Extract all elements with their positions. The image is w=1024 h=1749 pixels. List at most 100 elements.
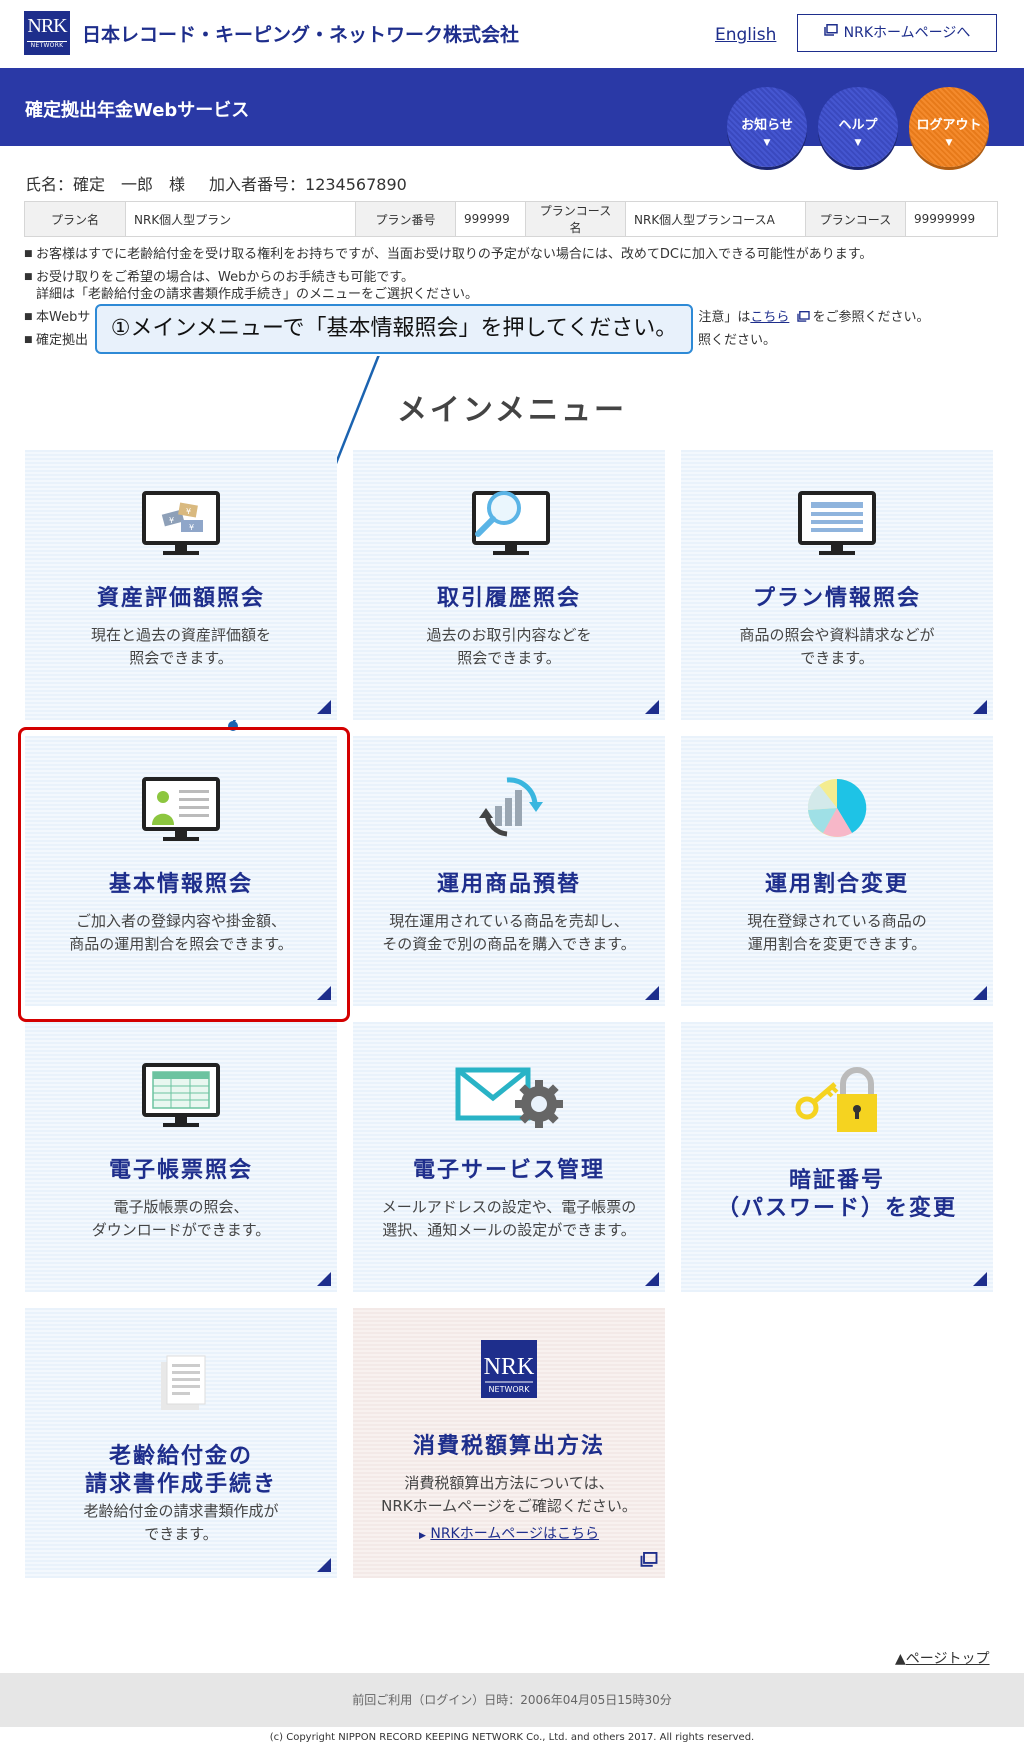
plan-name: NRK個人型プラン xyxy=(125,201,356,237)
nrk-logo-icon: NRK NETWORK xyxy=(353,1340,665,1420)
notice-text: 注意」は xyxy=(698,310,751,325)
notice-text: お客様はすでに老齢給付金を受け取る権利をお持ちですが、当面お受け取りの予定がない… xyxy=(36,247,873,262)
svg-text:¥: ¥ xyxy=(186,507,191,516)
tile-asset-valuation[interactable]: ¥ ¥ ¥ 資産評価額照会 現在と過去の資産評価額を照会できます。 xyxy=(25,450,337,720)
page-top-label: ページトップ xyxy=(905,1651,990,1667)
chevron-down-icon: ▼ xyxy=(854,138,862,148)
tile-allocation-change[interactable]: 運用割合変更 現在登録されている商品の運用割合を変更できます。 xyxy=(681,736,993,1006)
nrk-logo[interactable]: NRK NETWORK xyxy=(24,11,70,55)
tile-title: 資産評価額照会 xyxy=(96,586,265,611)
chevron-down-icon: ▼ xyxy=(763,138,771,148)
notice-text: 本Webサ xyxy=(36,310,91,325)
user-name: 氏名：確定 一郎 様 xyxy=(25,175,186,194)
tile-title: 取引履歴照会 xyxy=(436,586,581,611)
tile-electronic-reports[interactable]: 電子帳票照会 電子版帳票の照会、ダウンロードができます。 xyxy=(25,1022,337,1292)
notice-list: お客様はすでに老齢給付金を受け取る権利をお持ちですが、当面お受け取りの予定がない… xyxy=(24,246,1004,355)
plan-name-label: プラン名 xyxy=(24,201,126,237)
plan-course-name: NRK個人型プランコースA xyxy=(625,201,806,237)
plan-course: 99999999 xyxy=(905,201,998,237)
copyright: (c) Copyright NIPPON RECORD KEEPING NETW… xyxy=(269,1732,755,1743)
pie-chart-icon xyxy=(681,776,993,856)
notice-text: 照ください。 xyxy=(698,333,777,348)
tile-consumption-tax-method[interactable]: NRK NETWORK 消費税額算出方法 消費税額算出方法については、NRKホー… xyxy=(353,1308,665,1578)
last-login-text: 前回ご利用（ログイン）日時：2006年04月05日15時30分 xyxy=(352,1693,672,1707)
corner-arrow-icon xyxy=(645,700,659,714)
tile-description: 電子版帳票の照会、ダウンロードができます。 xyxy=(91,1198,271,1239)
tile-title: 暗証番号（パスワード）を変更 xyxy=(716,1168,957,1221)
tile-old-age-benefit-claim[interactable]: 老齢給付金の請求書作成手続き 老齢給付金の請求書類作成ができます。 xyxy=(25,1308,337,1578)
notice-item: 本Webサ 注意」はこちら をご参照ください。 xyxy=(24,309,1004,326)
notice-text: をご参照ください。 xyxy=(812,310,930,325)
svg-text:NRK: NRK xyxy=(484,1354,535,1380)
corner-arrow-icon xyxy=(645,986,659,1000)
notice-text: 詳細は「老齢給付金の請求書類作成手続き」のメニューをご選択ください。 xyxy=(36,287,479,302)
monitor-yen-icon: ¥ ¥ ¥ xyxy=(25,490,337,570)
news-label: お知らせ xyxy=(741,118,793,133)
tile-title: 基本情報照会 xyxy=(108,872,253,897)
corner-arrow-icon xyxy=(317,1558,331,1572)
notice-item: お客様はすでに老齢給付金を受け取る権利をお持ちですが、当面お受け取りの予定がない… xyxy=(24,246,1004,263)
notice-item: 確定拠出 照ください。 xyxy=(24,332,1004,349)
tile-plan-info[interactable]: プラン情報照会 商品の照会や資料請求などができます。 xyxy=(681,450,993,720)
corner-arrow-icon xyxy=(645,1272,659,1286)
tile-title: 消費税額算出方法 xyxy=(412,1434,605,1459)
logo-subtext: NETWORK xyxy=(27,41,67,50)
plan-course-label: プランコース xyxy=(805,201,906,237)
tile-password-change[interactable]: 暗証番号（パスワード）を変更 xyxy=(681,1022,993,1292)
member-number: 加入者番号：1234567890 xyxy=(209,175,407,194)
logout-button[interactable]: ログアウト ▼ xyxy=(909,87,989,167)
tile-description: 現在と過去の資産評価額を照会できます。 xyxy=(90,626,271,667)
document-icon xyxy=(25,1348,337,1428)
tile-basic-info[interactable]: 基本情報照会 ご加入者の登録内容や掛金額、商品の運用割合を照会できます。 xyxy=(25,736,337,1006)
company-name: 日本レコード・キーピング・ネットワーク株式会社 xyxy=(82,24,520,46)
tile-title: 運用割合変更 xyxy=(764,872,909,897)
plan-number: 999999 xyxy=(455,201,526,237)
nrk-home-button[interactable]: NRKホームページへ xyxy=(797,14,997,52)
notice-text: お受け取りをご希望の場合は、Webからのお手続きも可能です。 xyxy=(36,270,415,285)
external-window-icon xyxy=(640,1552,658,1571)
page-top-link[interactable]: ▲ページトップ xyxy=(895,1648,990,1668)
notice-item: お受け取りをご希望の場合は、Webからのお手続きも可能です。詳細は「老齢給付金の… xyxy=(24,269,1004,303)
mail-gear-icon xyxy=(353,1062,665,1142)
nrk-home-label: NRKホームページへ xyxy=(843,25,971,41)
plan-table: プラン名 NRK個人型プラン プラン番号 999999 プランコース名 NRK個… xyxy=(24,201,998,237)
svg-text:NETWORK: NETWORK xyxy=(489,1385,531,1394)
last-login-bar: 前回ご利用（ログイン）日時：2006年04月05日15時30分 xyxy=(0,1673,1024,1727)
monitor-spreadsheet-icon xyxy=(25,1062,337,1142)
tile-e-service-management[interactable]: 電子サービス管理 メールアドレスの設定や、電子帳票の選択、通知メールの設定ができ… xyxy=(353,1022,665,1292)
notice-link[interactable]: こちら xyxy=(750,310,790,325)
logo-text: NRK xyxy=(27,15,67,37)
tile-transaction-history[interactable]: 取引履歴照会 過去のお取引内容などを照会できます。 xyxy=(353,450,665,720)
chevron-down-icon: ▼ xyxy=(945,138,953,148)
english-link[interactable]: English xyxy=(715,25,777,45)
corner-arrow-icon xyxy=(973,700,987,714)
corner-arrow-icon xyxy=(317,700,331,714)
triangle-up-icon: ▲ xyxy=(895,1651,906,1667)
corner-arrow-icon xyxy=(973,1272,987,1286)
tile-title: 運用商品預替 xyxy=(436,872,581,897)
logout-label: ログアウト xyxy=(916,118,982,133)
bar-chart-cycle-icon xyxy=(353,776,665,856)
notice-text: 確定拠出 xyxy=(36,333,89,348)
top-header: NRK NETWORK 日本レコード・キーピング・ネットワーク株式会社 Engl… xyxy=(0,0,1024,68)
monitor-document-icon xyxy=(681,490,993,570)
news-button[interactable]: お知らせ ▼ xyxy=(727,87,807,167)
corner-arrow-icon xyxy=(317,986,331,1000)
tile-title: 電子帳票照会 xyxy=(108,1158,253,1183)
tile-description: 老齢給付金の請求書類作成ができます。 xyxy=(83,1502,279,1543)
tile-title: プラン情報照会 xyxy=(752,586,921,611)
help-button[interactable]: ヘルプ ▼ xyxy=(818,87,898,167)
tile-description: メールアドレスの設定や、電子帳票の選択、通知メールの設定ができます。 xyxy=(381,1198,637,1239)
triangle-right-icon: ▶ xyxy=(418,1531,426,1541)
main-menu-title: メインメニュー xyxy=(396,393,628,428)
nrk-homepage-link[interactable]: ▶ NRKホームページはこちら xyxy=(418,1526,600,1542)
user-info: 氏名：確定 一郎 様 加入者番号：1234567890 xyxy=(25,171,431,195)
tile-description: 消費税額算出方法については、NRKホームページをご確認ください。 xyxy=(381,1474,637,1515)
tile-title: 老齢給付金の請求書作成手続き xyxy=(84,1444,277,1497)
corner-arrow-icon xyxy=(973,986,987,1000)
tile-fund-switch[interactable]: 運用商品預替 現在運用されている商品を売却し、その資金で別の商品を購入できます。 xyxy=(353,736,665,1006)
monitor-person-icon xyxy=(25,776,337,856)
tile-description: 過去のお取引内容などを照会できます。 xyxy=(426,626,592,667)
instruction-callout: ①メインメニューで「基本情報照会」を押してください。 xyxy=(95,304,693,354)
tile-description: 現在登録されている商品の運用割合を変更できます。 xyxy=(747,912,927,953)
